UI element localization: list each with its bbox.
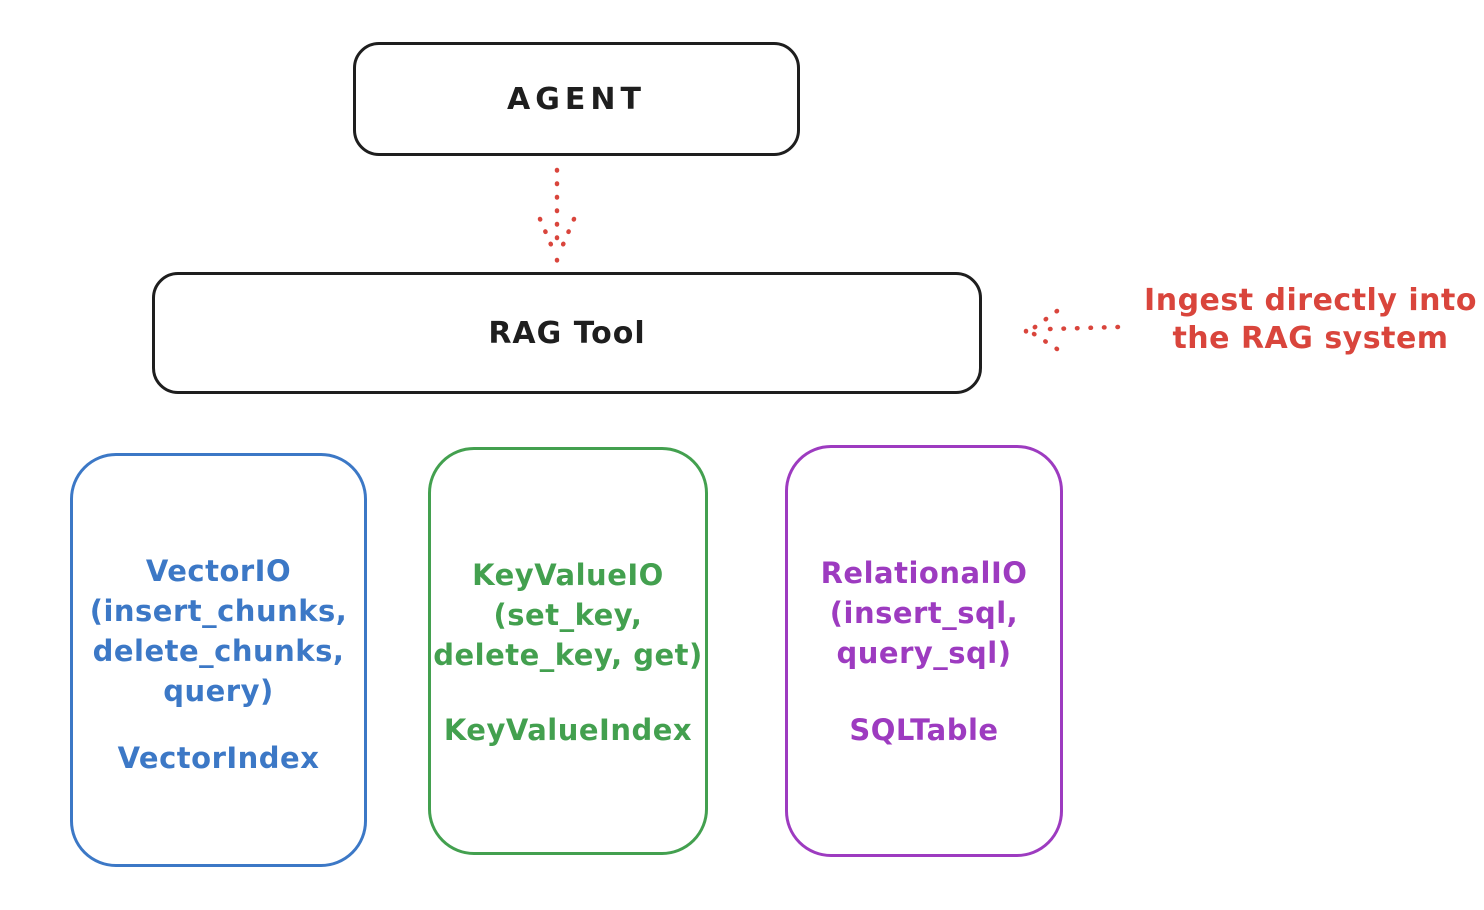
sql-table-label: SQLTable bbox=[849, 713, 999, 747]
agent-node: AGENT bbox=[353, 42, 800, 156]
annotation-to-rag-arrow bbox=[1023, 308, 1121, 352]
arrow-head-left bbox=[537, 216, 558, 257]
rag-tool-node: RAG Tool bbox=[152, 272, 982, 394]
agent-label: AGENT bbox=[507, 81, 646, 117]
arrow-head-right bbox=[556, 216, 577, 257]
relational-io-body: RelationalIO (insert_sql, query_sql) bbox=[820, 556, 1028, 670]
key-value-index-label: KeyValueIndex bbox=[443, 713, 693, 747]
key-value-io-box: KeyValueIO (set_key, delete_key, get) Ke… bbox=[428, 447, 708, 855]
vector-io-body: VectorIO (insert_chunks, delete_chunks, … bbox=[89, 554, 348, 708]
vector-index-label: VectorIndex bbox=[117, 741, 320, 775]
rag-tool-label: RAG Tool bbox=[488, 315, 646, 351]
agent-to-rag-arrow bbox=[537, 167, 577, 263]
ingest-annotation: Ingest directly into the RAG system bbox=[1144, 283, 1477, 356]
arrow-head-bottom bbox=[1028, 329, 1060, 352]
arrow-head-top bbox=[1028, 308, 1060, 333]
vector-io-box: VectorIO (insert_chunks, delete_chunks, … bbox=[70, 453, 367, 867]
key-value-io-body: KeyValueIO (set_key, delete_key, get) bbox=[433, 558, 703, 672]
arrow-shaft bbox=[1047, 324, 1121, 332]
relational-io-box: RelationalIO (insert_sql, query_sql) SQL… bbox=[785, 445, 1063, 857]
